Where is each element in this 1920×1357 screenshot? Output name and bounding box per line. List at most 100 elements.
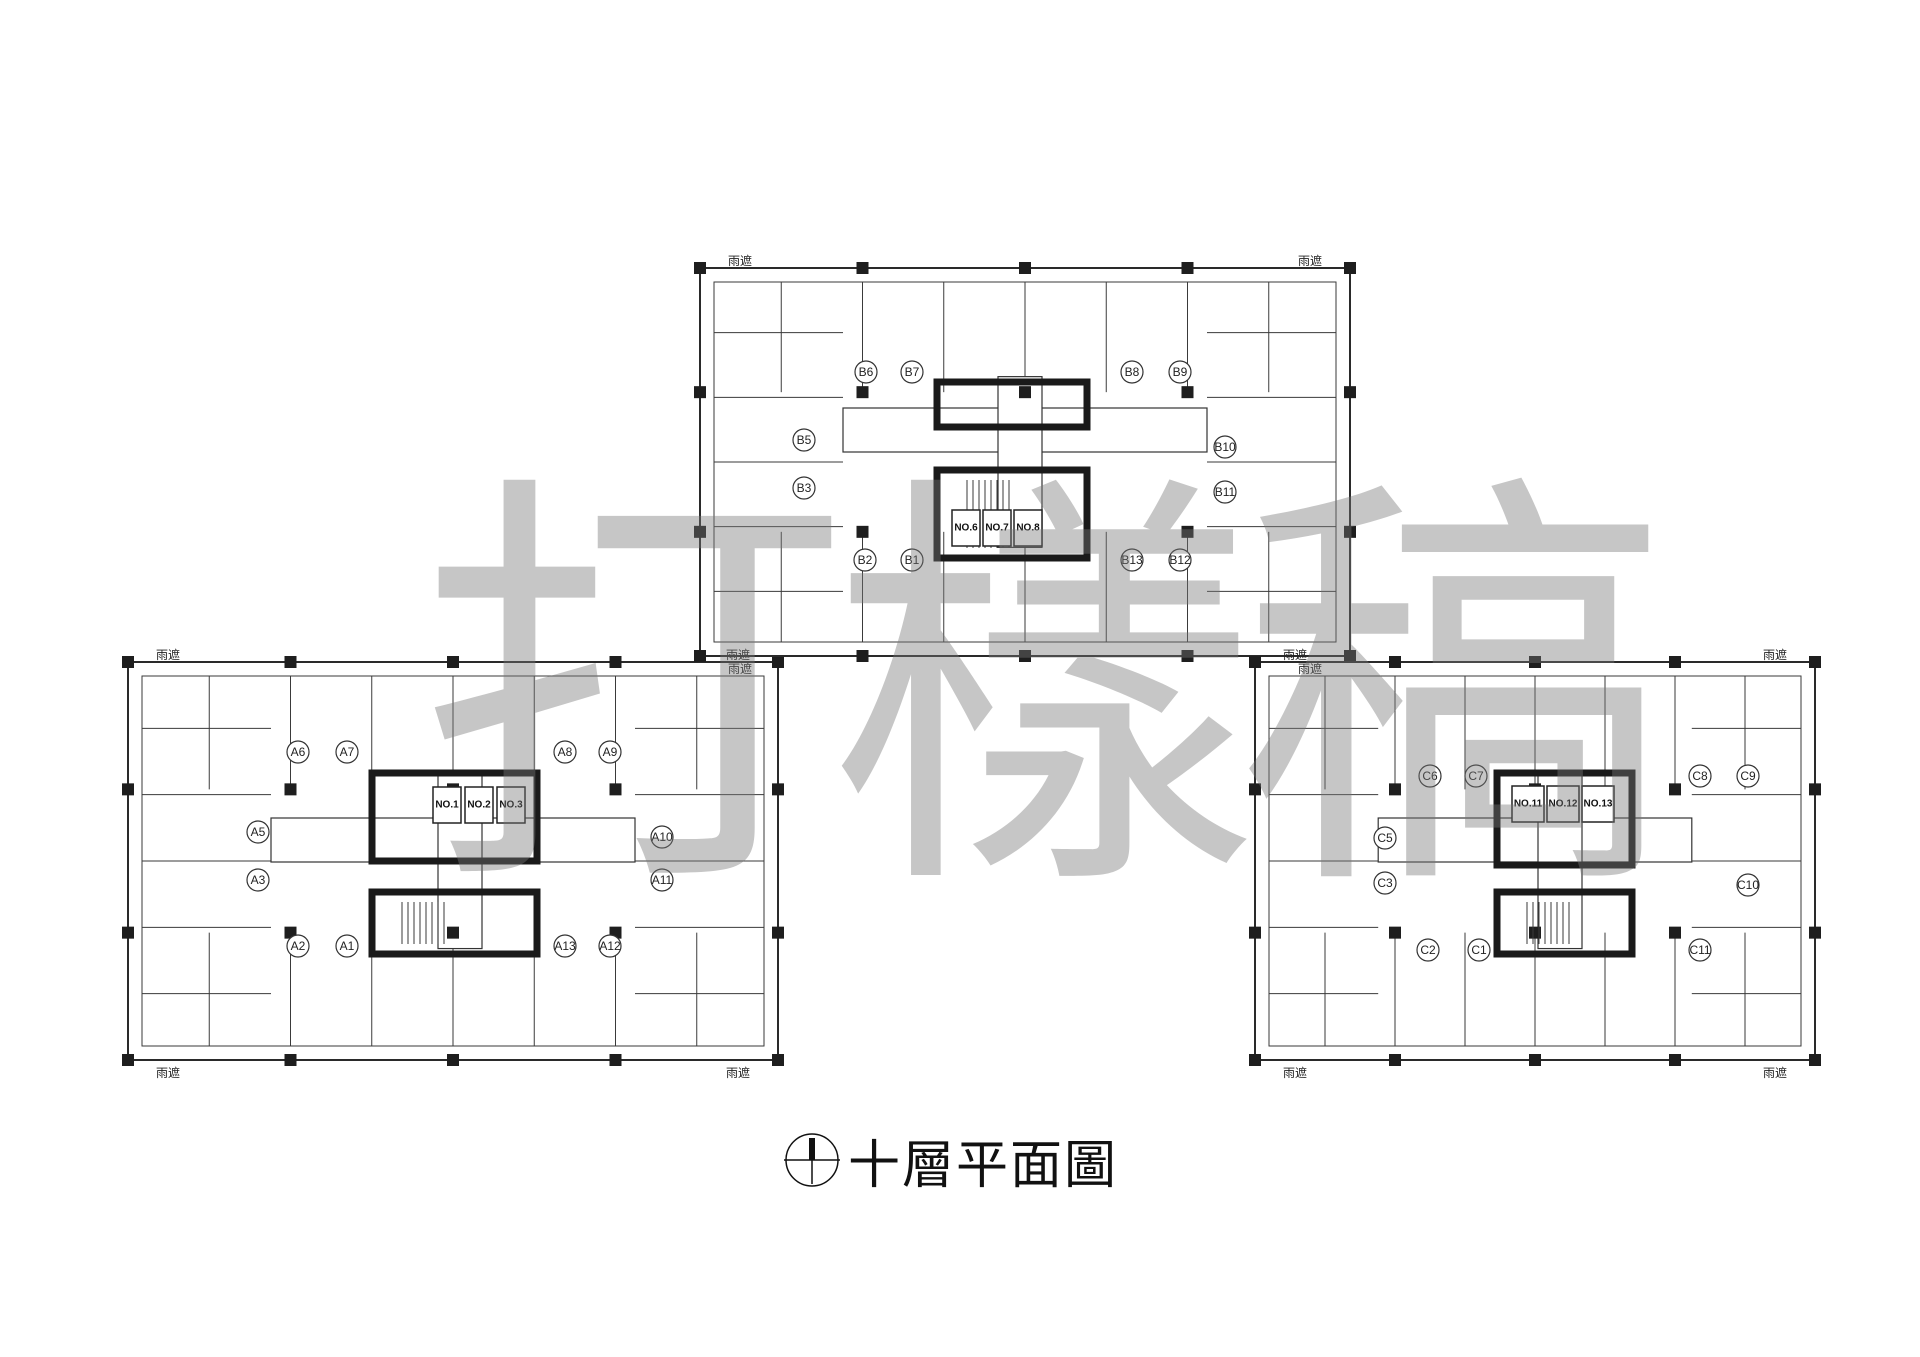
unit-marker bbox=[1418, 764, 1442, 788]
structural-column bbox=[1669, 656, 1681, 668]
unit-label: A2 bbox=[291, 939, 306, 953]
balcony-label: 雨遮 bbox=[728, 661, 752, 676]
structural-column bbox=[1809, 1054, 1821, 1066]
unit-label: A8 bbox=[558, 745, 573, 759]
elevator-label: NO.1 bbox=[435, 800, 459, 811]
unit-marker bbox=[1373, 826, 1397, 850]
balcony-label: 雨遮 bbox=[726, 647, 750, 662]
structural-column bbox=[1249, 656, 1261, 668]
unit-label: B1 bbox=[905, 553, 920, 567]
structural-column bbox=[772, 926, 784, 939]
structural-column bbox=[1344, 386, 1356, 399]
unit-marker bbox=[1688, 938, 1712, 962]
unit-label: B11 bbox=[1215, 485, 1236, 499]
elevator-car bbox=[951, 509, 981, 547]
structural-column bbox=[1019, 386, 1031, 399]
structural-column bbox=[856, 525, 869, 538]
unit-label: B7 bbox=[905, 365, 920, 379]
unit-label: C8 bbox=[1692, 769, 1708, 783]
structural-column bbox=[609, 1054, 622, 1066]
unit-label: A12 bbox=[599, 939, 621, 953]
structural-column bbox=[1529, 926, 1541, 939]
unit-label: A3 bbox=[251, 873, 266, 887]
unit-marker bbox=[598, 934, 622, 958]
unit-marker bbox=[1373, 871, 1397, 895]
unit-label: B3 bbox=[797, 481, 812, 495]
unit-marker bbox=[1120, 548, 1144, 572]
elevator-label: NO.11 bbox=[1514, 799, 1543, 810]
structural-column bbox=[447, 926, 459, 939]
structural-column bbox=[1669, 783, 1681, 796]
unit-marker bbox=[1736, 764, 1760, 788]
structural-column bbox=[284, 656, 297, 668]
unit-marker bbox=[792, 476, 816, 500]
elevator-core bbox=[933, 378, 1091, 431]
structural-column bbox=[122, 926, 134, 939]
unit-marker bbox=[1213, 435, 1237, 459]
elevator-label: NO.3 bbox=[499, 800, 523, 811]
structural-column bbox=[1344, 262, 1356, 274]
unit-label: C3 bbox=[1377, 876, 1393, 890]
structural-column bbox=[856, 386, 869, 399]
unit-label: A11 bbox=[652, 873, 673, 887]
unit-marker bbox=[553, 934, 577, 958]
balcony-label: 雨遮 bbox=[1298, 661, 1322, 676]
unit-label: B8 bbox=[1125, 365, 1140, 379]
structural-column bbox=[1181, 262, 1194, 274]
structural-column bbox=[1181, 525, 1194, 538]
balcony-label: 雨遮 bbox=[1283, 1065, 1307, 1080]
structural-column bbox=[284, 1054, 297, 1066]
unit-marker bbox=[650, 868, 674, 892]
structural-column bbox=[1019, 262, 1031, 274]
unit-label: A7 bbox=[340, 745, 355, 759]
unit-marker bbox=[1168, 548, 1192, 572]
structural-column bbox=[1529, 656, 1541, 668]
elevator-label: NO.8 bbox=[1016, 523, 1040, 534]
unit-marker bbox=[1213, 480, 1237, 504]
structural-column bbox=[122, 783, 134, 796]
unit-marker bbox=[1464, 764, 1488, 788]
unit-marker bbox=[900, 548, 924, 572]
balcony-label: 雨遮 bbox=[1283, 647, 1307, 662]
unit-label: C5 bbox=[1377, 831, 1393, 845]
unit-label: A9 bbox=[603, 745, 618, 759]
balcony-label: 雨遮 bbox=[728, 253, 752, 268]
stair-core bbox=[368, 888, 541, 958]
structural-column bbox=[1669, 926, 1681, 939]
balcony-label: 雨遮 bbox=[1763, 647, 1787, 662]
unit-label: C10 bbox=[1737, 878, 1759, 892]
structural-column bbox=[772, 783, 784, 796]
structural-column bbox=[284, 783, 297, 796]
unit-label: B2 bbox=[858, 553, 873, 567]
unit-marker bbox=[598, 740, 622, 764]
structural-column bbox=[694, 650, 706, 662]
structural-column bbox=[1019, 650, 1031, 662]
structural-column bbox=[1809, 783, 1821, 796]
elevator-car bbox=[1013, 509, 1043, 547]
structural-column bbox=[122, 1054, 134, 1066]
drawing-title: 十層平面圖 bbox=[848, 1135, 1119, 1196]
structural-column bbox=[1389, 783, 1401, 796]
unit-label: B13 bbox=[1121, 553, 1143, 567]
unit-marker bbox=[553, 740, 577, 764]
unit-marker bbox=[286, 740, 310, 764]
structural-column bbox=[1249, 926, 1261, 939]
unit-label: A13 bbox=[554, 939, 576, 953]
structural-column bbox=[1389, 1054, 1401, 1066]
unit-marker bbox=[650, 825, 674, 849]
unit-label: B5 bbox=[797, 433, 812, 447]
structural-column bbox=[1529, 1054, 1541, 1066]
unit-marker bbox=[853, 548, 877, 572]
unit-marker bbox=[900, 360, 924, 384]
unit-marker bbox=[1120, 360, 1144, 384]
structural-column bbox=[1669, 1054, 1681, 1066]
elevator-car bbox=[1511, 785, 1545, 823]
unit-marker bbox=[1467, 938, 1491, 962]
corridor-horizontal bbox=[1377, 817, 1693, 863]
unit-marker bbox=[335, 740, 359, 764]
elevator-car bbox=[1581, 785, 1615, 823]
unit-marker bbox=[854, 360, 878, 384]
